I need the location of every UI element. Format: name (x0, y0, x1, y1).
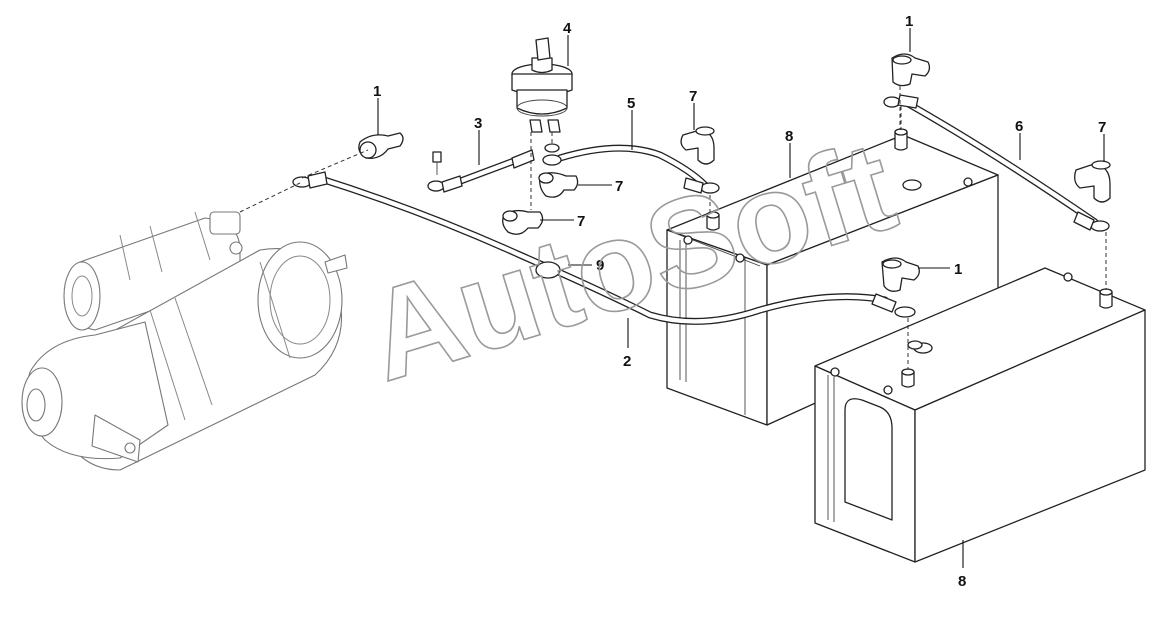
callout-9: 9 (596, 257, 604, 274)
callout-7-right: 7 (1098, 119, 1106, 136)
callout-1-top: 1 (905, 13, 913, 30)
wire-connector (432, 151, 442, 175)
leader-lines (377, 28, 1105, 568)
callout-1-starter: 1 (373, 83, 381, 100)
callout-8-front: 8 (958, 573, 966, 590)
callout-4: 4 (563, 20, 572, 37)
callout-8-rear: 8 (785, 128, 793, 145)
terminal-caps (358, 53, 1111, 292)
callout-5: 5 (627, 95, 635, 112)
battery-switch (511, 37, 573, 153)
callout-1-front: 1 (954, 261, 962, 278)
alignment-lines (239, 86, 1107, 370)
callout-7-lower: 7 (577, 213, 585, 230)
callout-3: 3 (474, 115, 482, 132)
callout-2: 2 (623, 353, 631, 370)
callout-7-switch: 7 (615, 178, 623, 195)
battery-front (814, 267, 1146, 563)
callout-7-cap: 7 (689, 88, 697, 105)
callout-labels: 1 1 1 2 3 4 5 6 7 7 7 7 8 8 9 (373, 13, 1106, 590)
starter-motor (21, 211, 348, 471)
callout-6: 6 (1015, 118, 1023, 135)
